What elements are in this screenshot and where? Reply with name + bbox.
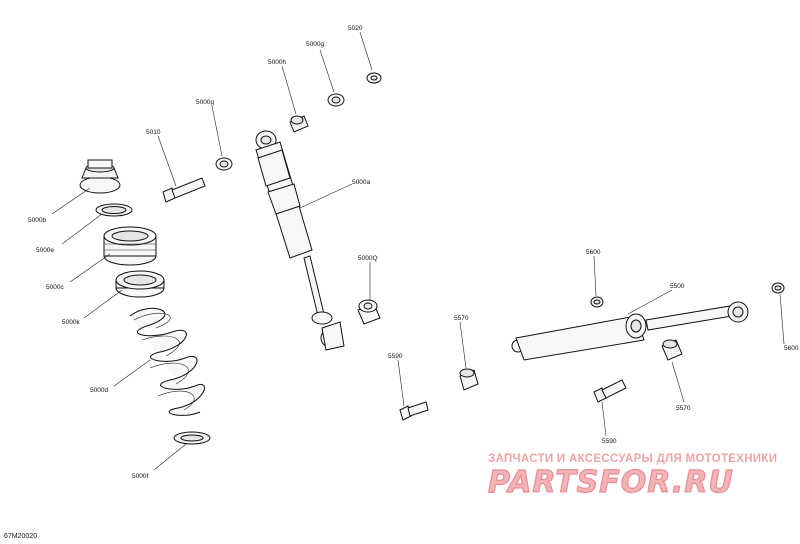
bolt-5010-part (162, 177, 206, 203)
steering-damper-5500-part (511, 301, 749, 361)
bolt-5590-right-part (593, 379, 627, 403)
spring-washer-part (173, 431, 211, 445)
retainer-ring-part (95, 203, 133, 217)
shock-absorber-5000a-part (255, 130, 345, 351)
coil-spring-part (129, 307, 205, 416)
figure-code: 67M20020 (4, 533, 37, 540)
adjuster-collar-part (103, 226, 157, 266)
spring-seat-top-part (79, 159, 121, 194)
nut-5020-part (366, 72, 382, 84)
label-5600-right: 5600 (784, 345, 799, 352)
label-5570-left: 5570 (454, 315, 469, 322)
bolt-5590-left-part (399, 401, 429, 421)
label-5000g-left: 5000g (196, 99, 214, 106)
label-5000e: 5000e (36, 247, 54, 254)
label-5000a: 5000a (352, 179, 370, 186)
label-5000k: 5000k (62, 319, 80, 326)
label-5000g-top: 5000g (306, 41, 324, 48)
label-5010: 5010 (146, 129, 161, 136)
nut-5600-top-part (590, 296, 604, 308)
spacer-5570-right-part (661, 339, 683, 361)
spacer-5570-left-part (459, 368, 479, 391)
bushing-5000g-top-part (327, 93, 345, 107)
label-5000c: 5000c (46, 284, 64, 291)
nut-5600-right-part (771, 282, 785, 294)
label-5000f: 5000f (132, 473, 148, 480)
label-5000h: 5000h (268, 59, 286, 66)
label-5600-top: 5600 (586, 249, 601, 256)
label-5590-right: 5590 (602, 438, 617, 445)
label-5000q: 5000Q (358, 255, 378, 262)
leader-lines (51, 31, 785, 471)
bushing-5000q-part (357, 299, 381, 325)
label-5000d: 5000d (90, 387, 108, 394)
label-5000b: 5000b (28, 217, 46, 224)
watermark-brand: PARTSFOR.RU (488, 465, 734, 500)
bushing-5000g-left-part (215, 157, 233, 171)
sleeve-5000h-part (289, 115, 309, 133)
watermark-tagline: ЗАПЧАСТИ И АКСЕССУАРЫ ДЛЯ МОТОТЕХНИКИ (488, 453, 777, 465)
label-5020: 5020 (348, 25, 363, 32)
label-5570-right: 5570 (676, 405, 691, 412)
spring-collar-part (115, 270, 165, 298)
label-5590-left: 5590 (388, 353, 403, 360)
label-5500: 5500 (670, 283, 685, 290)
